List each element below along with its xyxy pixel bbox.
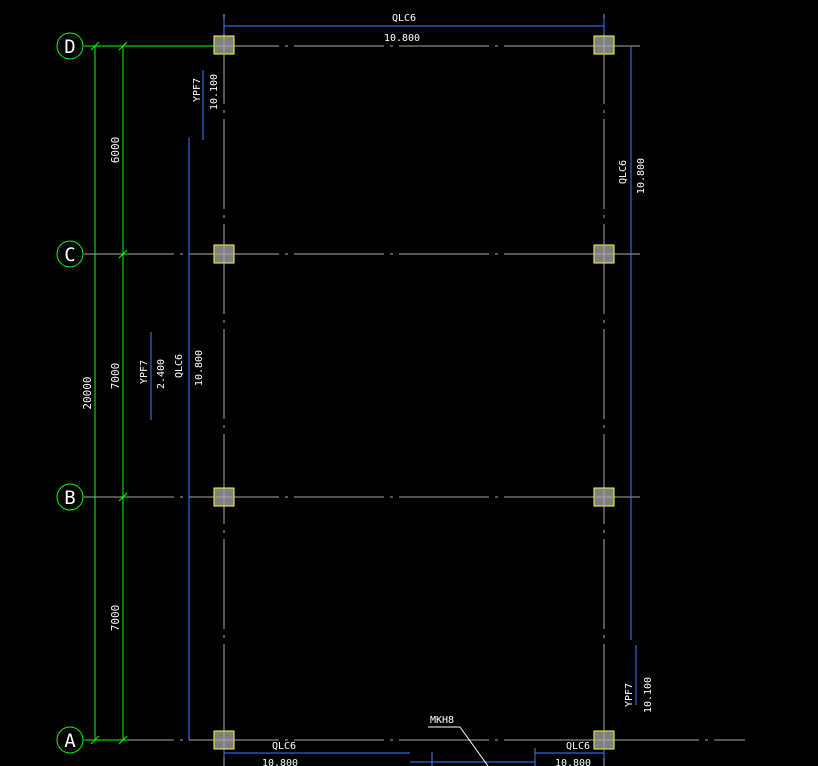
axis-bubble-d <box>56 32 84 60</box>
column-b-right <box>593 487 615 507</box>
right-beam-name: QLC6 <box>618 160 629 184</box>
door-tag: MKH8 <box>430 715 454 726</box>
mid-ypf-elev: 2.400 <box>156 359 167 389</box>
bottom-left-beam-name: QLC6 <box>272 741 296 752</box>
dim-tick-b <box>118 492 128 502</box>
column-d-right <box>593 35 615 55</box>
axis-bubbles <box>56 32 84 754</box>
bottom-left-beam-elev: 10.800 <box>262 758 298 766</box>
dim-cb: 7000 <box>109 363 122 390</box>
dim-tick-c <box>118 249 128 259</box>
column-c-right <box>593 244 615 264</box>
top-beam-elev: 10.800 <box>384 33 420 44</box>
column-c-left <box>213 244 235 264</box>
axis-bubble-a <box>56 726 84 754</box>
axis-bubble-c <box>56 240 84 268</box>
axis-label-b: B <box>64 487 75 509</box>
column-a-left <box>213 730 235 750</box>
column-a-right <box>593 730 615 750</box>
column-d-left <box>213 35 235 55</box>
axis-label-d: D <box>64 36 75 58</box>
axis-label-a: A <box>64 730 76 752</box>
bottom-right-beam-elev: 10.800 <box>555 758 591 766</box>
right-ypf-elev: 10.100 <box>643 677 654 713</box>
left-ypf-name: YPF7 <box>192 78 203 102</box>
axis-label-c: C <box>64 244 75 266</box>
horizontal-grid-lines <box>84 45 745 741</box>
dim-dc: 6000 <box>109 137 122 164</box>
top-beam-dimension <box>223 18 605 34</box>
axis-bubble-b <box>56 483 84 511</box>
beam-label-texts: QLC6 10.800 YPF7 10.100 YPF7 2.400 QLC6 … <box>139 13 654 766</box>
right-ypf-name: YPF7 <box>624 683 635 707</box>
columns <box>213 35 615 750</box>
door-tag-leader <box>428 726 489 766</box>
right-beam-elev: 10.800 <box>636 158 647 194</box>
dim-ba: 7000 <box>109 605 122 632</box>
bottom-right-beam-name: QLC6 <box>566 741 590 752</box>
mid-qlc-elev: 10.800 <box>194 350 205 386</box>
dimension-texts: 20000 6000 7000 7000 <box>81 137 122 632</box>
left-ypf-elev: 10.100 <box>209 74 220 110</box>
mid-ypf-name: YPF7 <box>139 360 150 384</box>
top-beam-name: QLC6 <box>392 13 416 24</box>
column-b-left <box>213 487 235 507</box>
vertical-grid-lines <box>223 14 605 766</box>
dim-tick-d <box>90 41 128 51</box>
axis-labels: D C B A <box>64 36 76 752</box>
vertical-dimension-chain <box>84 41 224 745</box>
mid-qlc-name: QLC6 <box>174 354 185 378</box>
dim-tick-a <box>90 735 128 745</box>
dim-total: 20000 <box>81 376 94 409</box>
beam-lines <box>150 46 637 766</box>
